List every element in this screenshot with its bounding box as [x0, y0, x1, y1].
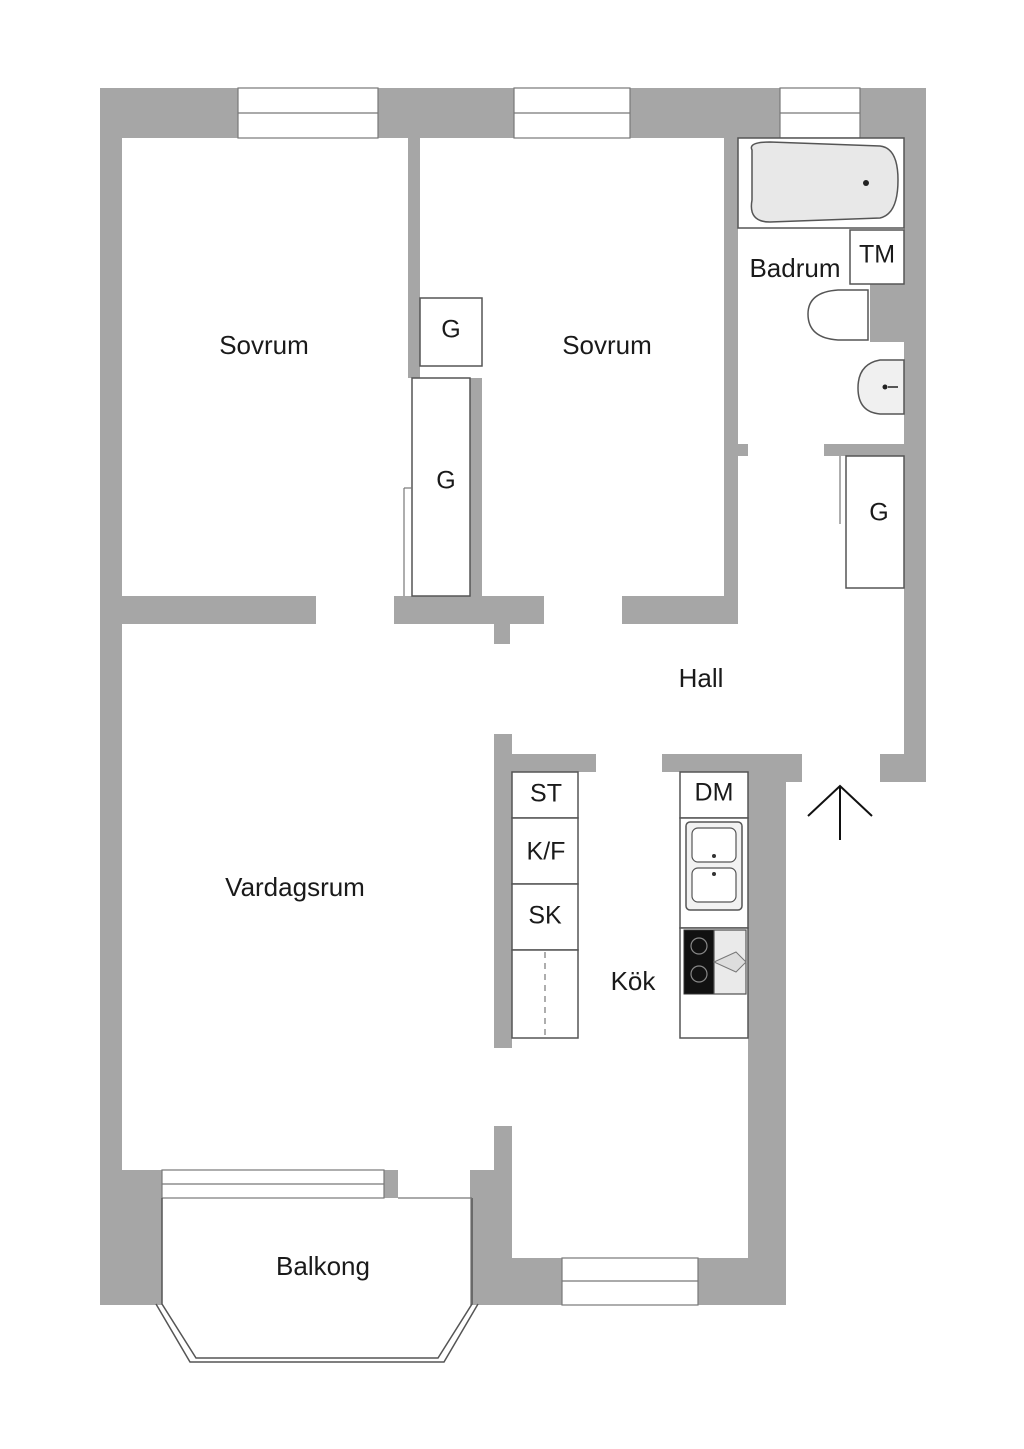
- fixture-label-garderob-middle: G: [436, 467, 455, 495]
- washing-machine-box: [849, 229, 905, 285]
- room-label-vardagsrum: Vardagsrum: [225, 872, 365, 902]
- entrance-arrow-icon: [807, 784, 873, 840]
- windows: [161, 87, 861, 1306]
- stove: [683, 929, 747, 995]
- fixture-label-kyl-frys: K/F: [527, 838, 566, 866]
- room-label-badrum: Badrum: [749, 253, 840, 283]
- room-label-kok: Kök: [611, 966, 657, 996]
- room-label-balkong: Balkong: [276, 1251, 370, 1281]
- room-label-sovrum-left: Sovrum: [219, 330, 309, 360]
- fixture-label-garderob-top: G: [441, 316, 460, 344]
- wardrobes: [403, 297, 905, 597]
- fixture-label-diskmaskin: DM: [695, 779, 734, 807]
- bathtub: [737, 137, 905, 229]
- fixture-label-stad: ST: [530, 780, 562, 808]
- fixture-label-tvattmaskin: TM: [859, 241, 895, 269]
- room-label-sovrum-right: Sovrum: [562, 330, 652, 360]
- interior-walls: [122, 138, 904, 1172]
- double-sink: [685, 821, 743, 911]
- fixture-label-garderob-hall: G: [869, 499, 888, 527]
- kitchen-left-units: [511, 771, 579, 1039]
- room-label-hall: Hall: [679, 663, 724, 693]
- toilet: [807, 289, 869, 341]
- fixture-label-skafferi: SK: [528, 902, 562, 930]
- sink: [857, 359, 905, 415]
- balcony: [155, 1197, 479, 1363]
